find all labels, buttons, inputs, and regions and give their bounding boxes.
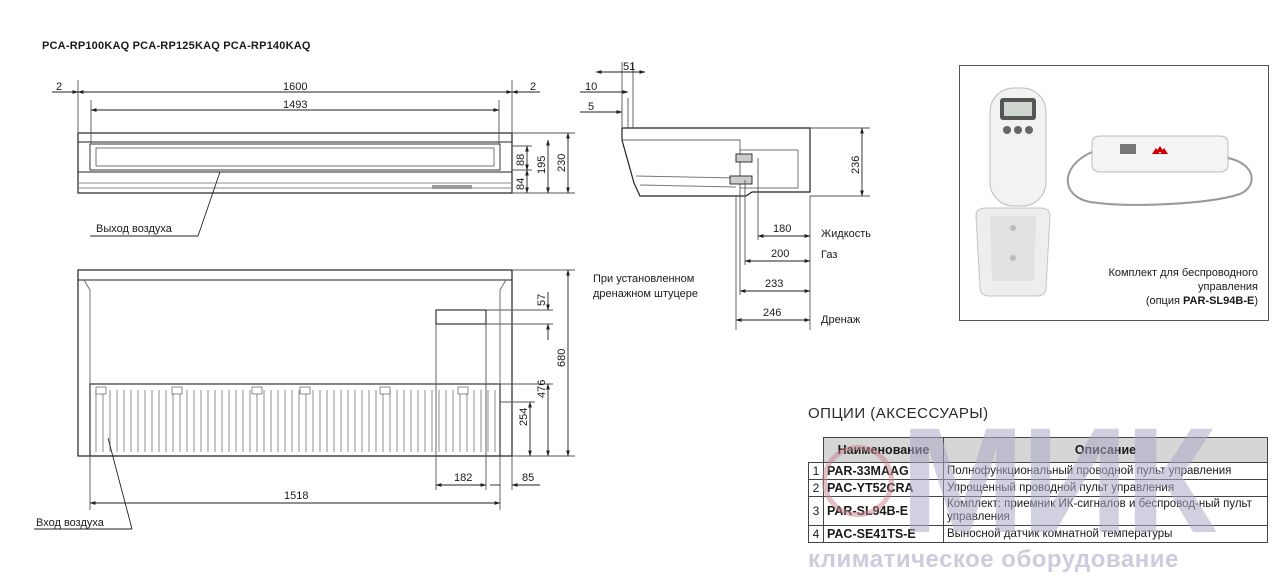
row-num: 2 bbox=[808, 479, 824, 497]
dim-1518: 1518 bbox=[284, 490, 308, 502]
dim-inner-width: 1493 bbox=[283, 99, 307, 111]
caption-prefix: (опция bbox=[1145, 295, 1184, 307]
table-row: 4 PAC-SE41TS-E Выносной датчик комнатной… bbox=[808, 525, 1268, 543]
row-desc: Выносной датчик комнатной температуры bbox=[943, 525, 1268, 543]
row-name: PAC-YT52CRA bbox=[823, 479, 944, 497]
header-num bbox=[808, 437, 824, 463]
row-num: 4 bbox=[808, 525, 824, 543]
wireless-kit-photo: Комплект для беспроводного управления (о… bbox=[959, 65, 1269, 321]
dim-254: 254 bbox=[518, 408, 530, 426]
dim-233: 233 bbox=[765, 278, 783, 290]
grille-clip bbox=[251, 386, 263, 395]
dim-left-gap: 2 bbox=[56, 81, 62, 93]
options-header-row: Наименование Описание bbox=[808, 437, 1268, 463]
liquid-label: Жидкость bbox=[821, 228, 871, 240]
table-row: 1 PAR-33MAAG Полнофункциональный проводн… bbox=[808, 462, 1268, 480]
grille-clip bbox=[171, 386, 183, 395]
dim-84: 84 bbox=[515, 178, 527, 190]
front-view-unit bbox=[77, 132, 513, 194]
air-inlet-label: Вход воздуха bbox=[36, 517, 105, 529]
row-desc: Комплект: приемник ИК-сигналов и беспров… bbox=[943, 496, 1268, 526]
wireless-kit-illustration bbox=[975, 87, 1253, 297]
row-name: PAR-33MAAG bbox=[823, 462, 944, 480]
dim-10: 10 bbox=[585, 81, 597, 93]
header-name: Наименование bbox=[823, 437, 944, 463]
dim-total-width: 1600 bbox=[283, 81, 307, 93]
dim-680: 680 bbox=[556, 349, 568, 367]
dim-51: 51 bbox=[623, 61, 635, 73]
air-outlet-label: Выход воздуха bbox=[96, 223, 173, 235]
model-list: PCA-RP100KAQ PCA-RP125KAQ PCA-RP140KAQ bbox=[42, 40, 311, 52]
dim-right-gap: 2 bbox=[530, 81, 536, 93]
table-row: 2 PAC-YT52CRA Упрощенный проводной пульт… bbox=[808, 479, 1268, 497]
dim-200: 200 bbox=[771, 248, 789, 260]
drain-note-line1: При установленном bbox=[593, 273, 694, 285]
row-name: PAC-SE41TS-E bbox=[823, 525, 944, 543]
wireless-kit-caption: Комплект для беспроводного управления (о… bbox=[1058, 266, 1258, 308]
caption-suffix: ) bbox=[1254, 295, 1258, 307]
caption-model: PAR-SL94B-E bbox=[1183, 295, 1255, 307]
dim-236: 236 bbox=[850, 156, 862, 174]
dim-195: 195 bbox=[536, 156, 548, 174]
options-title: ОПЦИИ (АКСЕССУАРЫ) bbox=[808, 405, 989, 422]
caption-line-3: (опция PAR-SL94B-E) bbox=[1058, 294, 1258, 308]
remote-holder bbox=[975, 207, 1051, 297]
row-name: PAR-SL94B-E bbox=[823, 496, 944, 526]
dim-85: 85 bbox=[522, 472, 534, 484]
grille-clip bbox=[457, 386, 469, 395]
dim-246: 246 bbox=[763, 307, 781, 319]
bottom-view-unit bbox=[77, 269, 513, 457]
grille-clip bbox=[299, 386, 311, 395]
dim-88: 88 bbox=[515, 154, 527, 166]
row-num: 1 bbox=[808, 462, 824, 480]
dim-180: 180 bbox=[773, 223, 791, 235]
gas-label: Газ bbox=[821, 249, 837, 261]
row-desc: Полнофункциональный проводной пульт упра… bbox=[943, 462, 1268, 480]
dim-476: 476 bbox=[536, 380, 548, 398]
remote-control bbox=[989, 87, 1047, 207]
row-desc: Упрощенный проводной пульт управления bbox=[943, 479, 1268, 497]
dim-57: 57 bbox=[536, 294, 548, 306]
dim-182: 182 bbox=[454, 472, 472, 484]
drain-note-line2: дренажном штуцере bbox=[593, 288, 698, 300]
table-row: 3 PAR-SL94B-E Комплект: приемник ИК-сигн… bbox=[808, 496, 1268, 526]
air-inlet-grille bbox=[95, 386, 496, 452]
header-desc: Описание bbox=[943, 437, 1268, 463]
row-num: 3 bbox=[808, 496, 824, 526]
caption-line-2: управления bbox=[1198, 281, 1258, 293]
caption-line-1: Комплект для беспроводного bbox=[1108, 267, 1258, 279]
drain-label: Дренаж bbox=[821, 314, 861, 326]
side-view-unit bbox=[621, 127, 811, 197]
ir-receiver bbox=[1066, 135, 1253, 206]
dim-5: 5 bbox=[588, 101, 594, 113]
options-table: Наименование Описание 1 PAR-33MAAG Полно… bbox=[808, 437, 1268, 543]
grille-clip bbox=[95, 386, 107, 395]
grille-clip bbox=[379, 386, 391, 395]
dim-230: 230 bbox=[556, 154, 568, 172]
